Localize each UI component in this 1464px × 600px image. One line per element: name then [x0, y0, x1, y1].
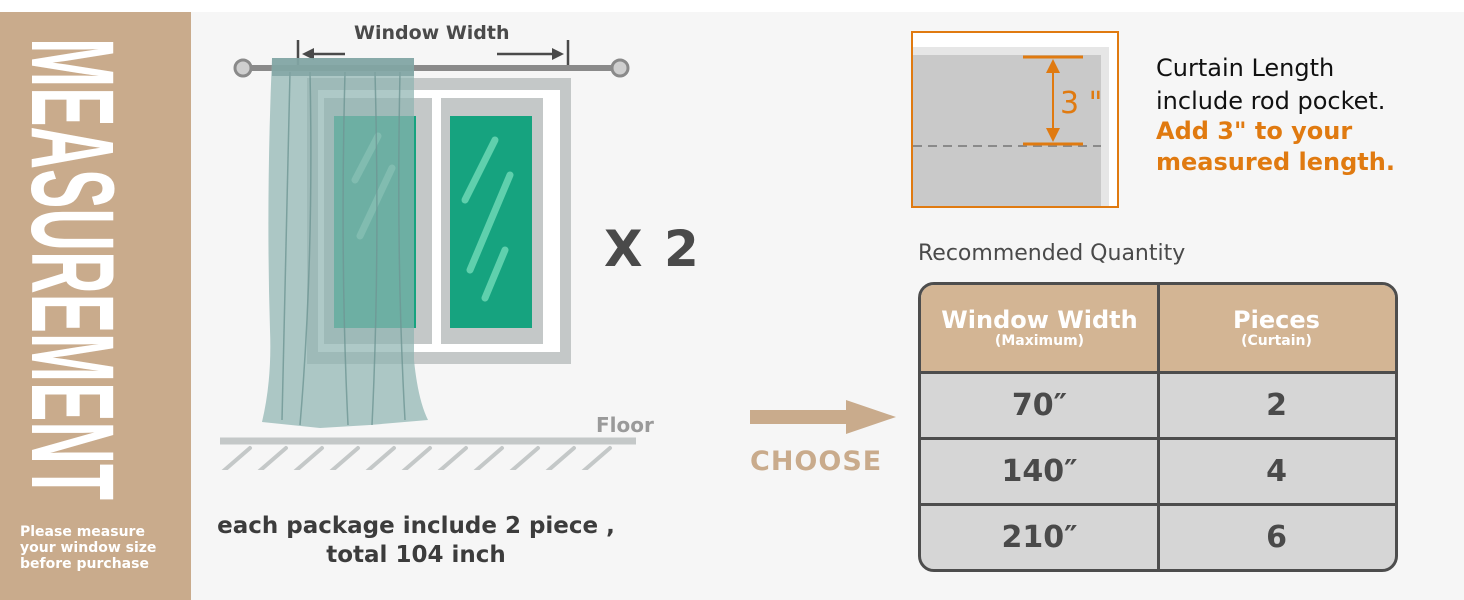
sidebar-note-line: your window size: [20, 540, 157, 556]
cell-pieces: 2: [1266, 388, 1287, 423]
package-info-line: each package include 2 piece ,: [217, 513, 615, 539]
rod-pocket-diagram: [911, 31, 1119, 208]
curtain: [262, 58, 428, 428]
curtain-length-text: Curtain Length: [1156, 54, 1335, 82]
rod-pocket-drawing: [913, 47, 1109, 206]
quantity-table: Window Width (Maximum) Pieces (Curtain) …: [918, 282, 1398, 572]
header-main: Window Width: [941, 306, 1138, 334]
sidebar-note: Please measure your window size before p…: [20, 524, 190, 572]
curtain-length-highlight: Add 3" to your: [1156, 117, 1353, 145]
table-column-divider: [1157, 285, 1160, 569]
sidebar-title-text: MEASUREMENT: [6, 38, 138, 500]
cell-width: 210″: [1001, 520, 1078, 555]
header-main: Pieces: [1233, 306, 1320, 334]
window-curtain-illustration: [220, 40, 636, 470]
choose-arrow-icon: [750, 400, 896, 434]
cell-width: 70″: [1011, 388, 1068, 423]
rod-pocket-value: 3 ": [1060, 86, 1103, 121]
window-width-label: Window Width: [354, 22, 510, 44]
multiplier-label: X 2: [604, 220, 701, 278]
package-info: each package include 2 piece , total 104…: [206, 512, 626, 570]
header-sub: (Curtain): [1241, 333, 1312, 349]
sidebar: MEASUREMENT Please measure your window s…: [0, 12, 191, 600]
sidebar-note-line: Please measure: [20, 524, 145, 540]
header-sub: (Maximum): [994, 333, 1085, 349]
curtain-length-text: include rod pocket.: [1156, 87, 1386, 115]
sidebar-title: MEASUREMENT: [6, 38, 138, 500]
recommended-quantity-title: Recommended Quantity: [918, 241, 1186, 266]
sidebar-note-line: before purchase: [20, 556, 149, 572]
cell-width: 140″: [1001, 454, 1078, 489]
floor-label: Floor: [596, 413, 654, 437]
floor: [220, 437, 636, 470]
header-window-width: Window Width (Maximum): [921, 285, 1158, 371]
width-dimension-line: [296, 40, 570, 68]
header-pieces: Pieces (Curtain): [1158, 285, 1395, 371]
cell-pieces: 6: [1266, 520, 1287, 555]
package-info-line: total 104 inch: [326, 542, 506, 568]
choose-label: CHOOSE: [750, 446, 883, 477]
cell-pieces: 4: [1266, 454, 1287, 489]
curtain-length-highlight: measured length.: [1156, 148, 1395, 176]
